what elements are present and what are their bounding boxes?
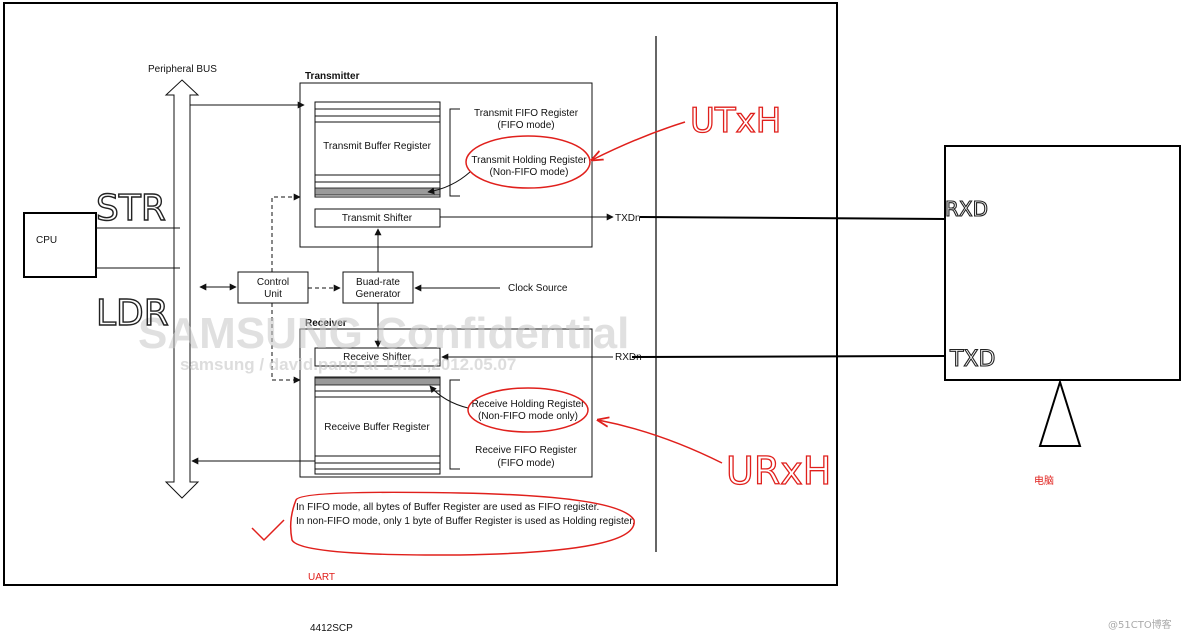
transmit-holding-label: Transmit Holding Register: [471, 155, 587, 166]
red-note-outline: [289, 491, 635, 556]
transmitter-title: Transmitter: [305, 71, 360, 82]
computer-stand: [1038, 378, 1082, 447]
red-circle-receive-holding: [467, 387, 589, 433]
cpu-box: [23, 212, 97, 278]
receive-buffer-label: Receive Buffer Register: [324, 422, 430, 433]
baud-rate-label-2: Generator: [355, 289, 401, 300]
red-arrow-utxh: [592, 121, 686, 160]
uart-frame: [3, 2, 838, 586]
red-circle-transmit-holding: [465, 135, 591, 189]
computer-label: 电脑: [1034, 474, 1054, 487]
hand-rxd: RXD: [945, 197, 988, 221]
rxdn-label: RXDn: [615, 352, 642, 363]
clock-source-label: Clock Source: [508, 283, 568, 294]
hand-txd: TXD: [949, 347, 995, 372]
chip-label: 4412SCP: [310, 623, 353, 634]
confidential-watermark-sub: samsung / david.pang at 14:21,2012.05.07: [180, 355, 516, 374]
receive-holding-label: Receive Holding Register: [472, 399, 586, 410]
red-check: [251, 519, 285, 542]
receive-shifter: [314, 347, 441, 367]
red-arrow-urxh: [598, 420, 723, 464]
control-unit-label-2: Unit: [264, 289, 282, 300]
confidential-watermark: SAMSUNG Confidential: [138, 309, 629, 358]
control-unit-label: Control: [257, 277, 289, 288]
hand-utxh: UTxH: [690, 101, 781, 141]
peripheral-bus-label: Peripheral BUS: [148, 64, 217, 75]
receive-fifo-mode: (FIFO mode): [497, 458, 554, 469]
receiver-box: [299, 328, 593, 478]
computer-box: [944, 145, 1181, 381]
transmit-buffer-label: Transmit Buffer Register: [323, 141, 431, 152]
peripheral-bus: [164, 79, 200, 499]
cpu-label: CPU: [36, 235, 57, 246]
txdn-label: TXDn: [615, 213, 641, 224]
transmit-fifo-label: Transmit FIFO Register: [474, 108, 579, 119]
transmit-shifter-label: Transmit Shifter: [342, 213, 413, 224]
uart-label: UART: [308, 572, 335, 583]
transmit-fifo-mode: (FIFO mode): [497, 120, 554, 131]
receiver-title: Receiver: [305, 318, 347, 329]
receive-holding-mode: (Non-FIFO mode only): [478, 411, 578, 422]
transmit-holding-mode: (Non-FIFO mode): [490, 167, 569, 178]
hand-str: STR: [96, 188, 166, 229]
transmit-buffer-register: [314, 101, 441, 198]
baud-rate-label: Buad-rate: [356, 277, 400, 288]
site-watermark: @51CTO博客: [1108, 618, 1172, 631]
receive-buffer-register: [314, 376, 441, 475]
note-non-fifo: In non-FIFO mode, only 1 byte of Buffer …: [296, 516, 635, 527]
hand-urxh: URxH: [726, 449, 831, 493]
receive-shifter-label: Receive Shifter: [343, 352, 411, 363]
hand-ldr: LDR: [96, 293, 169, 334]
note-fifo: In FIFO mode, all bytes of Buffer Regist…: [296, 502, 599, 513]
transmit-shifter: [314, 208, 441, 228]
receive-fifo-label: Receive FIFO Register: [475, 445, 577, 456]
transmitter-box: [299, 82, 593, 248]
